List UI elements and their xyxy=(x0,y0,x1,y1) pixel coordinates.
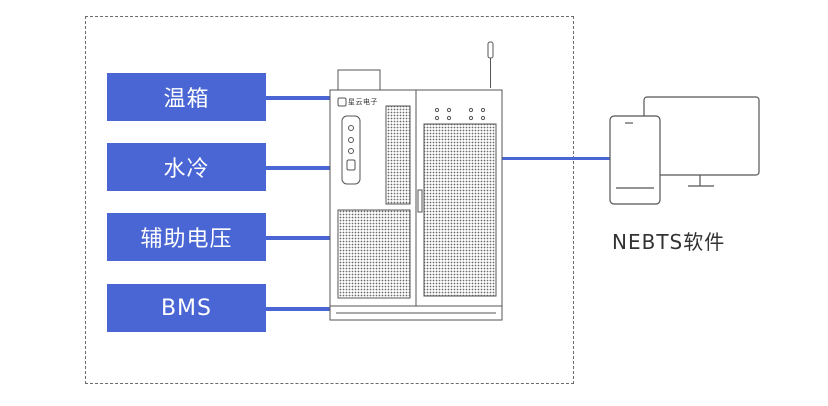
connector-line-4 xyxy=(266,307,330,311)
connector-line-1 xyxy=(266,96,330,100)
cabinet-brand-text: 星云电子 xyxy=(348,98,378,106)
input-box-label: 辅助电压 xyxy=(140,227,233,252)
input-box-water-cooling: 水冷 xyxy=(107,143,266,191)
input-box-label: 温箱 xyxy=(163,87,210,112)
input-box-bms: BMS xyxy=(107,284,266,332)
input-box-label: 水冷 xyxy=(163,157,210,182)
input-box-auxiliary-voltage: 辅助电压 xyxy=(107,213,266,261)
connector-line-3 xyxy=(266,236,330,240)
computer-monitor-icon xyxy=(643,96,760,187)
tablet-icon xyxy=(609,115,661,205)
input-box-label: BMS xyxy=(160,295,213,321)
test-cabinet-icon xyxy=(329,41,503,321)
input-box-temperature-chamber: 温箱 xyxy=(107,73,266,121)
system-boundary-frame xyxy=(85,16,574,384)
software-connector-line xyxy=(502,157,610,160)
software-label: NEBTS软件 xyxy=(612,230,726,254)
connector-line-2 xyxy=(266,166,330,170)
